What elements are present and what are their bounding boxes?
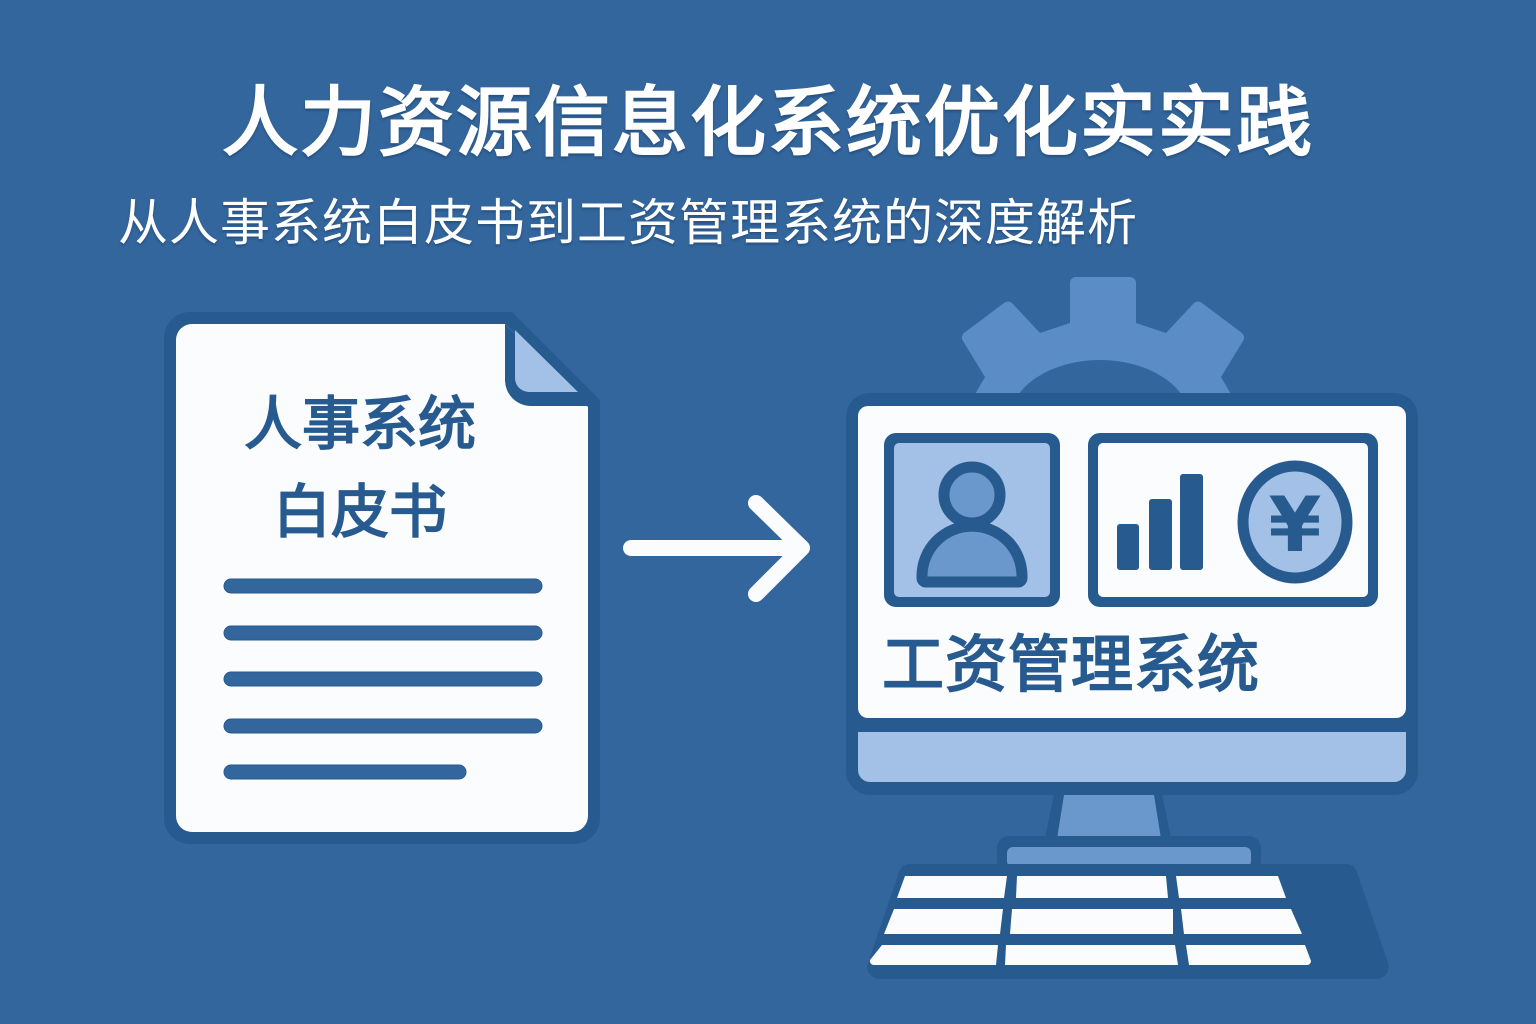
monitor-icon: ¥ (846, 393, 1418, 979)
document-title-line2: 白皮书 (272, 478, 447, 546)
document-line (223, 625, 543, 641)
yen-coin-icon: ¥ (1237, 460, 1353, 584)
monitor-screen-label: 工资管理系统 (882, 628, 1261, 701)
document-line (223, 764, 467, 780)
document-line (223, 671, 543, 687)
document-icon (164, 312, 600, 844)
page-subtitle: 从人事系统白皮书到工资管理系统的深度解析 (118, 194, 1138, 252)
svg-text:¥: ¥ (1269, 480, 1322, 569)
user-profile-icon (884, 433, 1060, 607)
arrow-right-icon (623, 495, 810, 602)
stats-panel: ¥ (1088, 433, 1378, 607)
document-line (223, 578, 543, 594)
keyboard-icon (867, 864, 1389, 979)
page-title: 人力资源信息化系统优化实实践 (222, 78, 1314, 167)
document-title-line1: 人事系统 (243, 390, 476, 458)
document-line (223, 718, 543, 734)
bar-chart-icon (1117, 474, 1203, 570)
